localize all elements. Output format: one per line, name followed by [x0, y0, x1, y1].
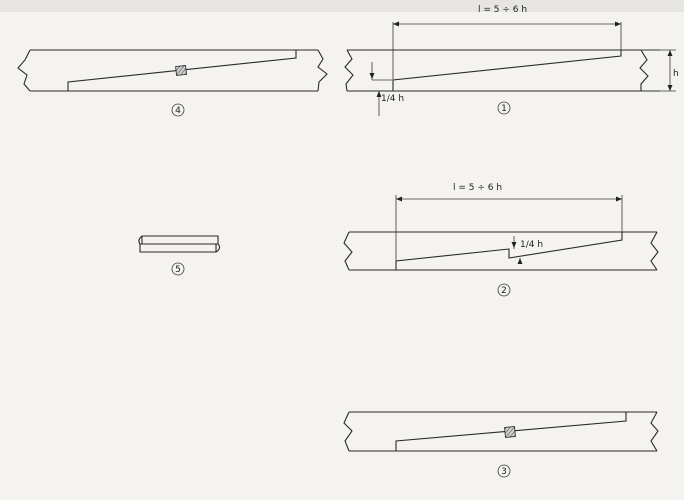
upper-piece	[141, 235, 219, 245]
break-line-left	[343, 411, 353, 452]
key-block	[504, 426, 516, 438]
break-line-right	[650, 411, 659, 452]
figure-4-marker: 4	[175, 106, 181, 116]
figure-1-marker: 1	[501, 104, 507, 114]
scarf-cut	[392, 50, 622, 91]
break-line-right	[639, 49, 649, 91]
figure-1-height-label: h	[673, 69, 679, 79]
figure-5-joint: 5	[138, 235, 221, 276]
break-line-left	[343, 231, 353, 271]
figure-2-step-label: 1/4 h	[520, 240, 543, 250]
length-dimension-lines	[392, 22, 622, 80]
step-dimension-lines	[371, 62, 392, 116]
figure-3-marker-circle	[497, 464, 511, 478]
figure-1-length-label: l = 5 ÷ 6 h	[478, 5, 527, 15]
piece-ends	[138, 235, 221, 253]
figure-2-length-label: l = 5 ÷ 6 h	[453, 183, 502, 193]
scarf-cut-with-step	[395, 232, 623, 270]
scan-top-band	[0, 0, 684, 12]
figure-3-joint: 3	[343, 411, 659, 478]
figure-1-marker-circle	[497, 101, 511, 115]
figure-3-marker: 3	[501, 467, 507, 477]
step-dimension-arrows	[369, 73, 382, 97]
break-line-left	[344, 49, 354, 92]
lower-piece	[139, 243, 217, 253]
height-dimension-lines	[641, 49, 676, 92]
figure-1-step-label: 1/4 h	[381, 94, 404, 104]
figure-2-marker: 2	[501, 286, 507, 296]
figure-5-marker: 5	[175, 265, 181, 275]
figure-4-joint: 4	[17, 49, 328, 117]
figure-2-joint: l = 5 ÷ 6 h 1/4 h 2	[343, 183, 659, 297]
figure-1-joint: l = 5 ÷ 6 h h 1/4 h 1	[344, 5, 679, 116]
figure-5-marker-circle	[171, 262, 185, 276]
break-line-right	[317, 49, 328, 92]
break-line-left	[17, 49, 31, 92]
key-block	[175, 65, 187, 76]
figure-4-marker-circle	[171, 103, 185, 117]
step-dimension-arrows	[511, 242, 523, 264]
figure-2-marker-circle	[497, 283, 511, 297]
break-line-right	[650, 231, 659, 271]
length-dimension-lines	[395, 195, 623, 261]
